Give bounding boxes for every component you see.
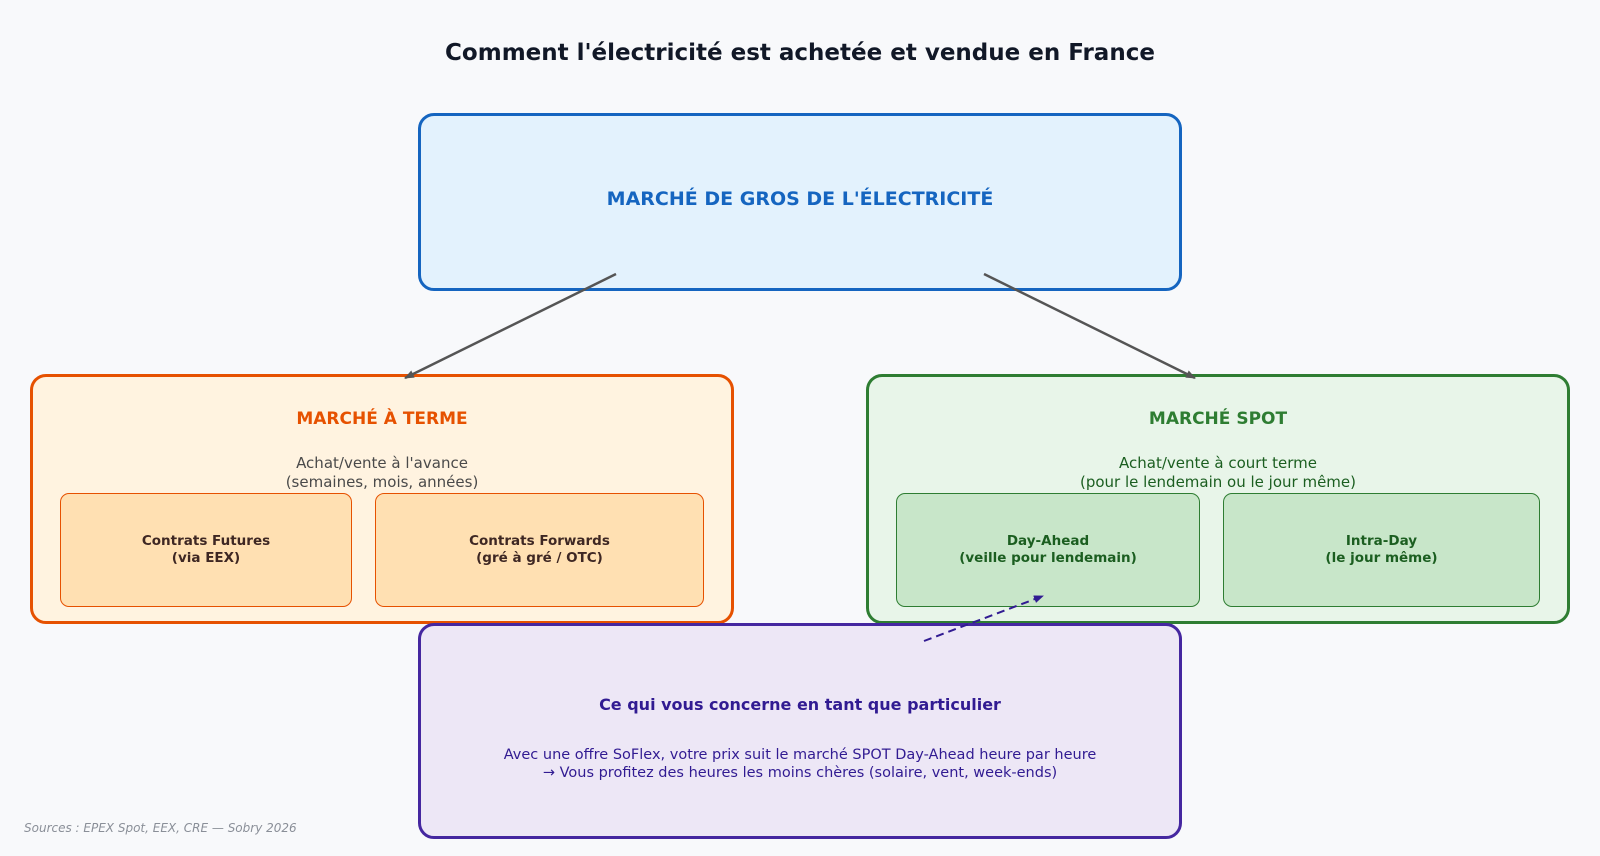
spot-market-desc-line1: Achat/vente à court terme: [1119, 454, 1317, 472]
spot-market-description: Achat/vente à court terme (pour le lende…: [866, 454, 1570, 492]
intra-day-line2: (le jour même): [1325, 550, 1438, 566]
arrow-wholesale-to-forward: [404, 272, 617, 380]
arrow-wholesale-to-spot: [983, 272, 1196, 380]
spot-market-desc-line2: (pour le lendemain ou le jour même): [1080, 473, 1356, 491]
diagram-title: Comment l'électricité est achetée et ven…: [445, 40, 1155, 66]
futures-line1: Contrats Futures: [141, 533, 271, 549]
individual-consumer-box: [418, 623, 1182, 839]
intra-day-box: Intra-Day (le jour même): [1223, 493, 1540, 607]
forwards-line1: Contrats Forwards: [469, 533, 610, 549]
forwards-contracts-box: Contrats Forwards (gré à gré / OTC): [375, 493, 704, 607]
individual-consumer-label: Ce qui vous concerne en tant que particu…: [599, 695, 1001, 714]
wholesale-market-box: [418, 113, 1182, 291]
forwards-line2: (gré à gré / OTC): [476, 550, 603, 566]
forward-market-label: MARCHÉ À TERME: [296, 409, 468, 429]
futures-contracts-box: Contrats Futures (via EEX): [60, 493, 352, 607]
intra-day-line1: Intra-Day: [1345, 533, 1418, 549]
forward-market-desc-line2: (semaines, mois, années): [285, 473, 479, 491]
individual-desc-line2: → Vous profitez des heures les moins chè…: [542, 765, 1058, 781]
day-ahead-box: Day-Ahead (veille pour lendemain): [896, 493, 1200, 607]
day-ahead-line1: Day-Ahead: [1006, 533, 1090, 549]
spot-market-label: MARCHÉ SPOT: [1148, 409, 1288, 429]
source-note: Sources : EPEX Spot, EEX, CRE — Sobry 20…: [24, 821, 297, 835]
day-ahead-line2: (veille pour lendemain): [959, 550, 1137, 566]
futures-line2: (via EEX): [171, 550, 241, 566]
individual-desc-line1: Avec une offre SoFlex, votre prix suit l…: [503, 747, 1097, 763]
wholesale-market-label: MARCHÉ DE GROS DE L'ÉLECTRICITÉ: [606, 188, 994, 210]
individual-consumer-description: Avec une offre SoFlex, votre prix suit l…: [418, 746, 1182, 782]
forward-market-description: Achat/vente à l'avance (semaines, mois, …: [30, 454, 734, 492]
arrow-individual-to-day-ahead: [923, 595, 1044, 642]
forward-market-desc-line1: Achat/vente à l'avance: [296, 454, 468, 472]
